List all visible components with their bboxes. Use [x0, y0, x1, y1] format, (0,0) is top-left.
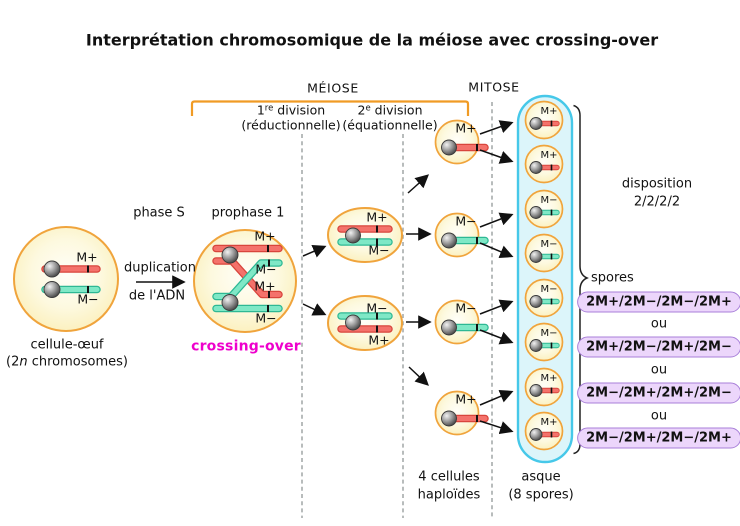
meiose-label: MÉIOSE — [307, 80, 359, 96]
daughter2-label-bottom: M+ — [368, 332, 390, 348]
page-title: Interprétation chromosomique de la méios… — [85, 30, 659, 50]
spore3-label: M− — [540, 195, 558, 207]
division1-sup: re — [264, 102, 274, 113]
division1-base: 1 — [256, 102, 265, 118]
duplication-label-line1: duplication — [124, 260, 196, 276]
spore7-label: M+ — [540, 373, 558, 385]
division2-rest: division — [370, 102, 423, 118]
prophase-chromatid-label-4: M− — [255, 310, 277, 326]
division1-label: 1re division (réductionnelle) — [241, 102, 341, 133]
egg-chromosome-label-2: M− — [77, 291, 99, 307]
division1-rest: division — [273, 102, 326, 118]
haploid2-label: M− — [455, 213, 477, 229]
disposition-line1: disposition — [621, 176, 693, 192]
haploid-cell-3 — [434, 299, 489, 345]
spore-combination-pill-2: 2M+/2M−/2M+/2M− — [577, 336, 740, 358]
spore-1 — [524, 100, 564, 140]
prophase-cell — [193, 229, 297, 333]
daughter2-label-top: M− — [366, 300, 388, 316]
daughter-cell-2 — [327, 295, 403, 351]
spore-3 — [524, 189, 564, 229]
meiose-bracket — [190, 100, 470, 116]
spores-brace-label: spores — [591, 270, 634, 286]
haploid1-label: M+ — [455, 120, 477, 136]
egg-caption-line1: cellule-œuf — [30, 337, 104, 353]
haploid-cell-4 — [434, 390, 489, 436]
division2-detail: (équationnelle) — [342, 117, 438, 132]
ou-separator-3: ou — [650, 408, 668, 424]
phase-s-label: phase S — [133, 205, 185, 221]
spore-6 — [524, 322, 564, 362]
prophase-label: prophase 1 — [211, 205, 285, 221]
asque-caption-line2: (8 spores) — [508, 487, 574, 503]
prophase-chromatid-label-3: M+ — [254, 278, 276, 294]
daughter1-label-bottom: M− — [368, 242, 390, 258]
spore6-label: M− — [540, 328, 558, 340]
disposition-line2: 2/2/2/2 — [633, 194, 681, 210]
haploid4-label: M+ — [455, 391, 477, 407]
spore-8 — [524, 411, 564, 451]
egg-chromosome-label-1: M+ — [76, 249, 98, 265]
prophase-chromatid-label-2: M− — [255, 261, 277, 277]
daughter1-label-top: M+ — [366, 209, 388, 225]
ou-separator-2: ou — [650, 362, 668, 378]
spore-7 — [524, 367, 564, 407]
division2-sup: e — [365, 102, 371, 113]
spore1-label: M+ — [540, 106, 558, 118]
mitose-label: MITOSE — [468, 79, 520, 95]
duplication-label-line2: de l'ADN — [128, 288, 186, 304]
haploid-caption-line2: haploïdes — [417, 487, 481, 503]
division1-detail: (réductionnelle) — [241, 117, 341, 132]
crossing-over-label: crossing-over — [191, 338, 301, 355]
spore-4 — [524, 233, 564, 273]
spore-5 — [524, 278, 564, 318]
ou-separator-1: ou — [650, 316, 668, 332]
egg-caption-pre: (2 — [6, 354, 20, 370]
spore-combination-pill-1: 2M+/2M−/2M−/2M+ — [577, 291, 740, 313]
egg-caption-post: chromosomes) — [27, 354, 128, 370]
spore8-label: M+ — [540, 417, 558, 429]
haploid-cell-2 — [434, 212, 489, 258]
division2-label: 2e division (équationnelle) — [342, 102, 438, 133]
haploid3-label: M− — [455, 300, 477, 316]
spore-combination-pill-3: 2M−/2M+/2M+/2M− — [577, 382, 740, 404]
flow-arrows — [136, 120, 514, 435]
egg-caption-line2: (2n chromosomes) — [6, 354, 128, 369]
asque-caption-line1: asque — [521, 469, 561, 485]
haploid-cell-1 — [434, 119, 489, 165]
spore4-label: M− — [540, 239, 558, 251]
spores-brace — [573, 104, 589, 455]
egg-cell — [13, 226, 119, 332]
division2-base: 2 — [357, 102, 366, 118]
spore2-label: M+ — [540, 150, 558, 162]
prophase-chromatid-label-1: M+ — [254, 228, 276, 244]
spore-2 — [524, 144, 564, 184]
egg-caption-n: n — [19, 354, 28, 370]
spore5-label: M− — [540, 284, 558, 296]
haploid-caption-line1: 4 cellules — [418, 469, 480, 485]
spore-combination-pill-4: 2M−/2M+/2M−/2M+ — [577, 427, 740, 449]
daughter-cell-1 — [327, 207, 403, 263]
